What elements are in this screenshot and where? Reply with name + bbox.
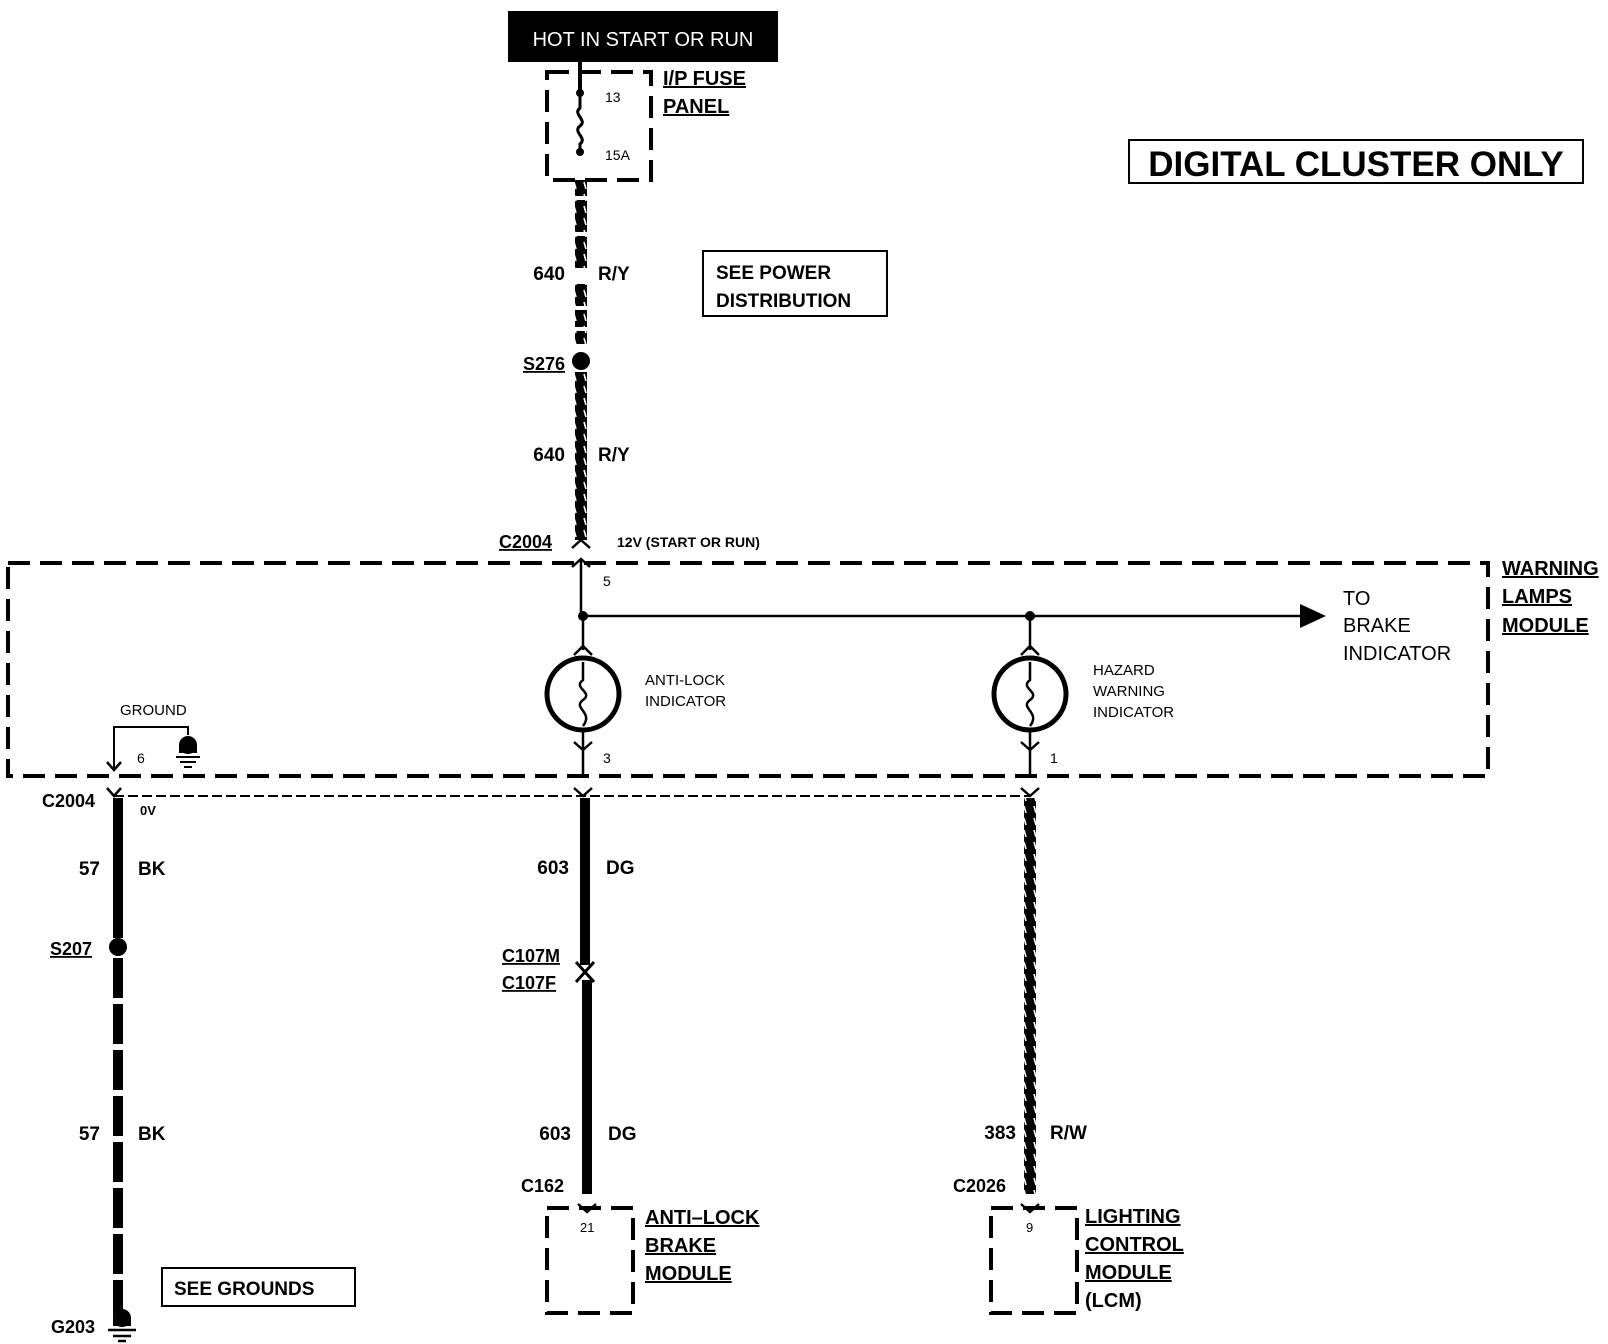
- svg-text:BRAKE: BRAKE: [645, 1235, 716, 1257]
- fuse-panel-label: I/P FUSE: [663, 68, 746, 90]
- svg-text:DISTRIBUTION: DISTRIBUTION: [716, 291, 851, 312]
- wire-57-color-upper: BK: [138, 859, 166, 880]
- svg-text:MODULE: MODULE: [1085, 1262, 1172, 1284]
- svg-text:LAMPS: LAMPS: [1502, 586, 1572, 608]
- svg-text:MODULE: MODULE: [645, 1263, 732, 1285]
- wire-640-circuit-upper: 640: [533, 264, 565, 285]
- svg-text:TO: TO: [1343, 588, 1370, 610]
- see-grounds-note: SEE GROUNDS: [161, 1267, 356, 1307]
- hazard-warning-indicator-lamp: [991, 611, 1069, 776]
- svg-text:WARNING: WARNING: [1502, 558, 1599, 580]
- arrow-right-icon: [1300, 604, 1326, 628]
- wire-603-circuit-upper: 603: [537, 858, 569, 879]
- power-source-label: HOT IN START OR RUN: [508, 11, 778, 62]
- wire-383: [1024, 798, 1036, 1194]
- splice-s207-label: S207: [50, 939, 92, 959]
- wire-640-color-lower: R/Y: [598, 445, 630, 466]
- svg-text:(LCM): (LCM): [1085, 1290, 1142, 1312]
- svg-text:SEE POWER: SEE POWER: [716, 263, 831, 284]
- svg-text:BRAKE: BRAKE: [1343, 615, 1411, 637]
- module-ground: GROUND 6: [106, 702, 200, 772]
- ground-g203-label: G203: [51, 1317, 95, 1337]
- connector-c2026: C2026: [953, 1176, 1006, 1196]
- connector-c2004-top: C2004: [499, 532, 552, 552]
- ground-g203-icon: [108, 1309, 136, 1343]
- svg-text:13: 13: [605, 89, 621, 105]
- digital-cluster-title: DIGITAL CLUSTER ONLY: [1128, 139, 1584, 184]
- wire-603-color-upper: DG: [606, 858, 635, 879]
- voltage-0v-label: 0V: [140, 803, 156, 818]
- hazard-warning-indicator-label: HAZARD: [1093, 662, 1155, 679]
- wire-640-circuit-lower: 640: [533, 445, 565, 466]
- svg-text:LIGHTING: LIGHTING: [1085, 1206, 1181, 1228]
- svg-text:6: 6: [137, 750, 145, 766]
- svg-text:5: 5: [603, 573, 611, 589]
- wire-57-circuit-upper: 57: [79, 859, 100, 880]
- svg-text:CONTROL: CONTROL: [1085, 1234, 1184, 1256]
- see-power-distribution-note: SEE POWER DISTRIBUTION: [702, 250, 888, 317]
- connector-c162: C162: [521, 1176, 564, 1196]
- svg-text:MODULE: MODULE: [1502, 615, 1589, 637]
- antilock-indicator-lamp: [544, 616, 622, 776]
- svg-text:HOT IN START OR RUN: HOT IN START OR RUN: [533, 29, 754, 51]
- splice-s276: [572, 352, 590, 370]
- svg-text:DIGITAL CLUSTER ONLY: DIGITAL CLUSTER ONLY: [1148, 145, 1564, 184]
- splice-s276-label: S276: [523, 354, 565, 374]
- connector-c107m: C107M: [502, 946, 560, 966]
- wire-640-color-upper: R/Y: [598, 264, 630, 285]
- svg-text:ANTI–LOCK: ANTI–LOCK: [645, 1207, 760, 1229]
- svg-text:9: 9: [1026, 1220, 1033, 1235]
- wire-383-color: R/W: [1050, 1123, 1087, 1144]
- svg-text:21: 21: [580, 1220, 594, 1235]
- svg-text:GROUND: GROUND: [120, 702, 187, 719]
- warning-lamps-module-label: WARNING LAMPS MODULE: [1502, 558, 1599, 637]
- svg-text:3: 3: [603, 750, 611, 766]
- svg-text:15A: 15A: [605, 147, 631, 163]
- ip-fuse-panel: 13 15A I/P FUSE PANEL: [545, 62, 746, 182]
- svg-text:INDICATOR: INDICATOR: [1093, 704, 1174, 721]
- connector-c2004-bottom: C2004: [42, 791, 95, 811]
- wire-603-circuit-lower: 603: [539, 1124, 571, 1145]
- connector-c107f: C107F: [502, 973, 556, 993]
- lamp-filament-icon: [1025, 662, 1035, 727]
- wire-640: [575, 180, 587, 540]
- lamp-filament-icon: [578, 662, 588, 727]
- wire-57-circuit-lower: 57: [79, 1124, 100, 1145]
- svg-text:SEE GROUNDS: SEE GROUNDS: [174, 1279, 314, 1300]
- warning-lamps-module-box: [6, 561, 1490, 778]
- svg-text:INDICATOR: INDICATOR: [645, 693, 726, 710]
- lighting-control-module: 9 LIGHTING CONTROL MODULE (LCM): [989, 1203, 1184, 1315]
- wire-603: [574, 798, 596, 1194]
- fuse-element-icon: [576, 93, 584, 152]
- connector-pin5-symbol: [571, 538, 591, 549]
- voltage-12v-label: 12V (START OR RUN): [617, 534, 760, 550]
- anti-lock-brake-module: 21 ANTI–LOCK BRAKE MODULE: [545, 1203, 760, 1315]
- wire-603-color-lower: DG: [608, 1124, 637, 1145]
- wire-383-circuit: 383: [984, 1123, 1016, 1144]
- wire-57-color-lower: BK: [138, 1124, 166, 1145]
- svg-text:WARNING: WARNING: [1093, 683, 1165, 700]
- svg-text:PANEL: PANEL: [663, 96, 729, 118]
- svg-text:1: 1: [1050, 750, 1058, 766]
- antilock-indicator-label: ANTI-LOCK: [645, 672, 725, 689]
- svg-text:INDICATOR: INDICATOR: [1343, 643, 1451, 665]
- splice-s207: [109, 938, 127, 956]
- to-brake-indicator-label: TO BRAKE INDICATOR: [1343, 588, 1451, 665]
